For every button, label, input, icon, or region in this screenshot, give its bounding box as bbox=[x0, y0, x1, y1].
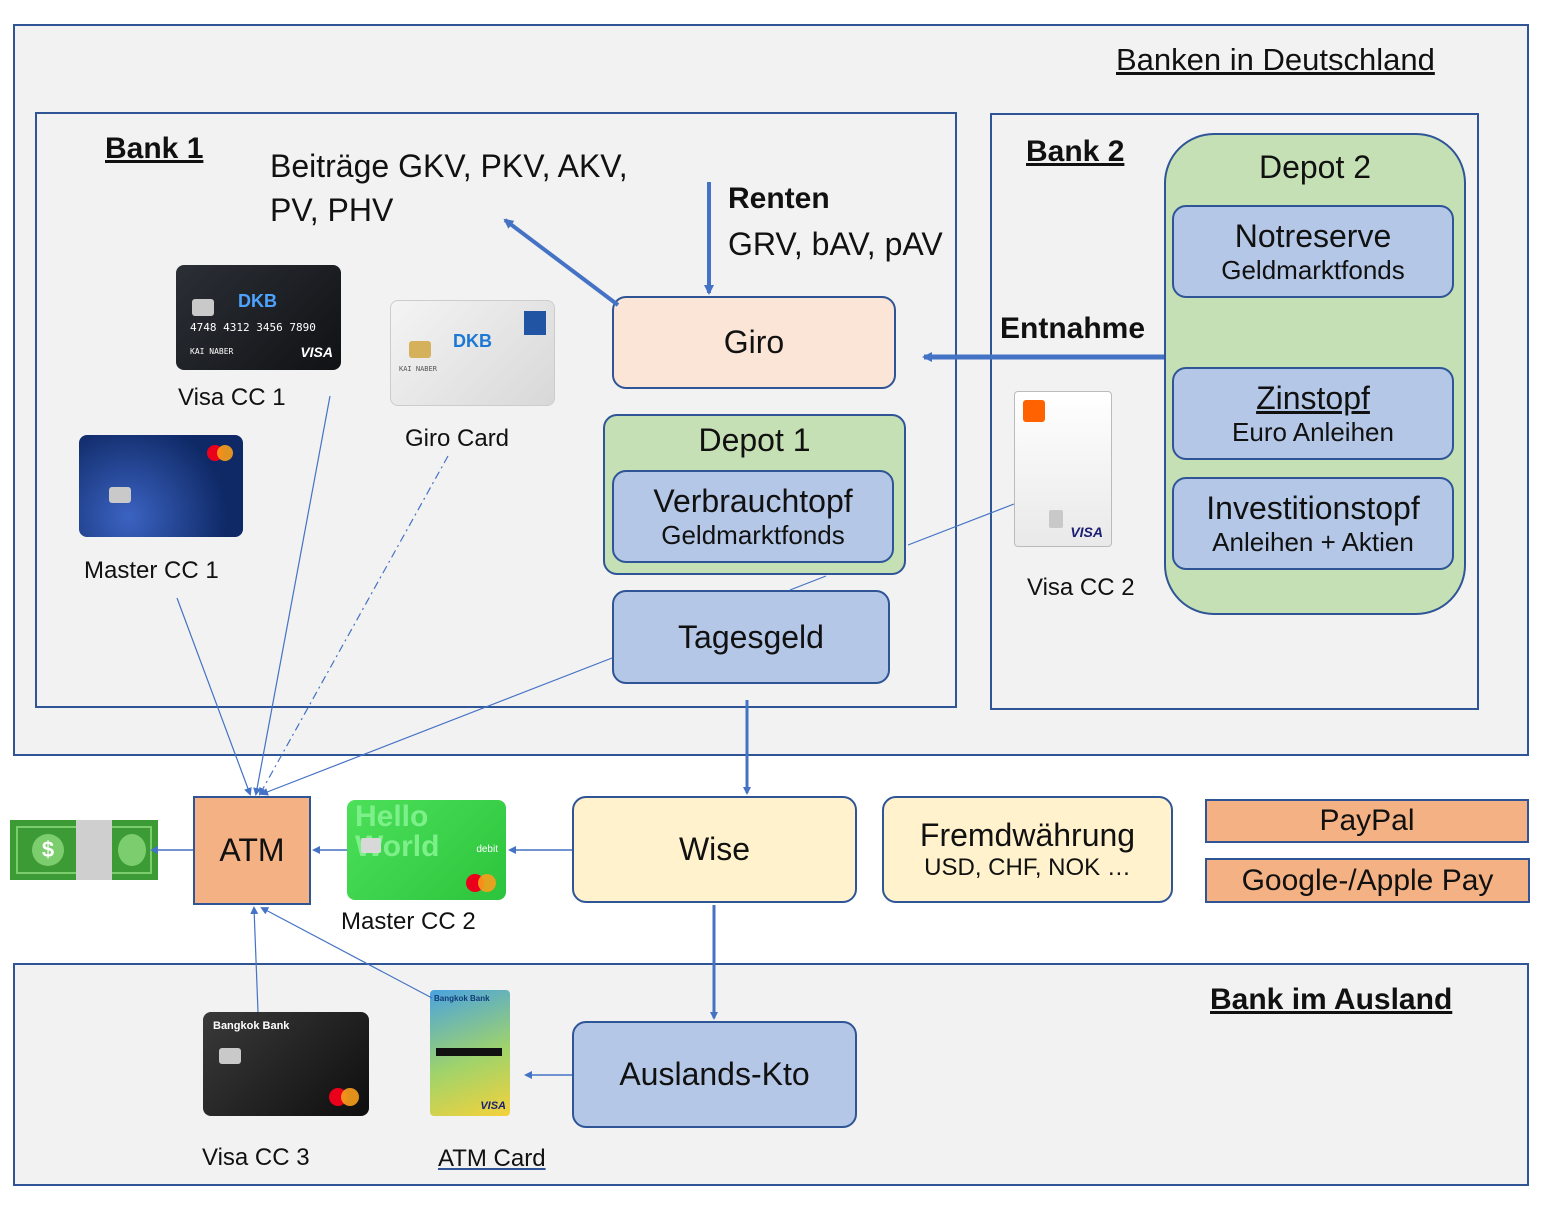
wise-label: Wise bbox=[678, 831, 751, 867]
region-abroad-title: Bank im Ausland bbox=[1210, 983, 1453, 1016]
atm-label: ATM bbox=[219, 832, 285, 868]
investitionstopf-title: Investitionstopf bbox=[1206, 489, 1420, 526]
bank1-title: Bank 1 bbox=[105, 132, 204, 165]
chip-icon bbox=[192, 299, 214, 316]
tagesgeld[interactable]: Tagesgeld bbox=[612, 590, 890, 684]
mastercard-logo-icon bbox=[466, 874, 496, 892]
pensions-title: Renten bbox=[728, 182, 830, 215]
fx-title: Fremdwährung bbox=[919, 817, 1136, 853]
vpay-logo-icon bbox=[524, 311, 546, 335]
zinstopf[interactable]: Zinstopf Euro Anleihen bbox=[1172, 367, 1454, 460]
google-apple-pay-node[interactable]: Google-/Apple Pay bbox=[1205, 858, 1530, 903]
region-germany-title: Banken in Deutschland bbox=[1116, 42, 1435, 77]
verbrauchtopf-title: Verbrauchtopf bbox=[653, 482, 853, 519]
chip-icon bbox=[409, 341, 431, 358]
mastercard-logo-icon bbox=[329, 1088, 359, 1106]
visa-logo-icon: VISA bbox=[300, 344, 333, 360]
auslands-konto-label: Auslands-Kto bbox=[619, 1056, 810, 1092]
verbrauchtopf-sub: Geldmarktfonds bbox=[661, 519, 845, 550]
atm-card-brand: Bangkok Bank bbox=[434, 994, 490, 1003]
visa-logo-icon: VISA bbox=[480, 1100, 506, 1112]
mastercard-logo-icon bbox=[207, 445, 233, 461]
giro-card-image: DKB KAI NABER bbox=[390, 300, 555, 406]
chip-icon bbox=[219, 1048, 241, 1064]
notreserve-sub: Geldmarktfonds bbox=[1221, 254, 1405, 285]
chip-icon bbox=[109, 487, 131, 503]
wise-node[interactable]: Wise bbox=[572, 796, 857, 903]
auslands-konto[interactable]: Auslands-Kto bbox=[572, 1021, 857, 1128]
contributions-label-2: PV, PHV bbox=[270, 192, 394, 228]
visa-cc1-brand: DKB bbox=[238, 291, 277, 311]
cash-icon: $ bbox=[10, 820, 158, 880]
visa-cc2-label: Visa CC 2 bbox=[1027, 574, 1135, 601]
visa-cc1-card-image: DKB 4748 4312 3456 7890 KAI NABER VISA bbox=[176, 265, 341, 370]
depot1-label: Depot 1 bbox=[698, 422, 811, 458]
giro-account[interactable]: Giro bbox=[612, 296, 896, 389]
ing-lion-icon bbox=[1023, 400, 1045, 422]
atm-node[interactable]: ATM bbox=[193, 796, 311, 905]
zinstopf-sub: Euro Anleihen bbox=[1232, 416, 1394, 447]
giro-card-holder: KAI NABER bbox=[399, 365, 437, 373]
hello-world-watermark: Hello World bbox=[355, 800, 440, 863]
paypal-node[interactable]: PayPal bbox=[1205, 799, 1529, 843]
visa-cc1-number: 4748 4312 3456 7890 bbox=[190, 321, 316, 334]
magstripe bbox=[436, 1048, 502, 1056]
zinstopf-title: Zinstopf bbox=[1256, 379, 1370, 416]
fx-sub: USD, CHF, NOK … bbox=[924, 854, 1131, 881]
chip-icon bbox=[361, 838, 381, 853]
dollar-sign: $ bbox=[32, 834, 64, 866]
master-cc2-label: Master CC 2 bbox=[341, 908, 476, 935]
withdrawal-label: Entnahme bbox=[1000, 312, 1146, 345]
master-cc1-card-image bbox=[79, 435, 243, 537]
giro-card-label: Giro Card bbox=[405, 425, 510, 452]
giro-card-brand: DKB bbox=[453, 331, 492, 351]
visa-cc3-card-image: Bangkok Bank bbox=[203, 1012, 369, 1116]
tagesgeld-label: Tagesgeld bbox=[678, 618, 824, 655]
contributions-label: Beiträge GKV, PKV, AKV, bbox=[270, 148, 628, 184]
master-cc2-card-image: Hello World debit bbox=[347, 800, 506, 900]
visa-cc3-label: Visa CC 3 bbox=[202, 1144, 310, 1171]
master-cc1-label: Master CC 1 bbox=[84, 557, 219, 584]
giro-label: Giro bbox=[723, 324, 785, 360]
bangkok-bank-brand: Bangkok Bank bbox=[213, 1020, 290, 1032]
visa-cc1-holder: KAI NABER bbox=[190, 347, 234, 356]
google-apple-pay-label: Google-/Apple Pay bbox=[1241, 863, 1494, 897]
atm-card-image: Bangkok Bank VISA bbox=[430, 990, 510, 1116]
notreserve-title: Notreserve bbox=[1234, 217, 1392, 254]
bank2-title: Bank 2 bbox=[1026, 135, 1125, 168]
fx-node[interactable]: Fremdwährung USD, CHF, NOK … bbox=[882, 796, 1173, 903]
visa-cc2-card-image: VISA bbox=[1014, 391, 1112, 547]
investitionstopf-sub: Anleihen + Aktien bbox=[1212, 526, 1414, 557]
debit-tag: debit bbox=[476, 844, 498, 855]
chip-icon bbox=[1049, 510, 1063, 528]
verbrauchtopf[interactable]: Verbrauchtopf Geldmarktfonds bbox=[612, 470, 894, 563]
paypal-label: PayPal bbox=[1319, 804, 1415, 837]
depot2-label: Depot 2 bbox=[1258, 149, 1372, 185]
visa-cc1-label: Visa CC 1 bbox=[178, 384, 286, 411]
notreserve[interactable]: Notreserve Geldmarktfonds bbox=[1172, 205, 1454, 298]
pensions-sub: GRV, bAV, pAV bbox=[728, 226, 943, 262]
visa-logo-icon: VISA bbox=[1070, 524, 1103, 540]
investitionstopf[interactable]: Investitionstopf Anleihen + Aktien bbox=[1172, 477, 1454, 570]
atm-card-label: ATM Card bbox=[438, 1145, 546, 1172]
